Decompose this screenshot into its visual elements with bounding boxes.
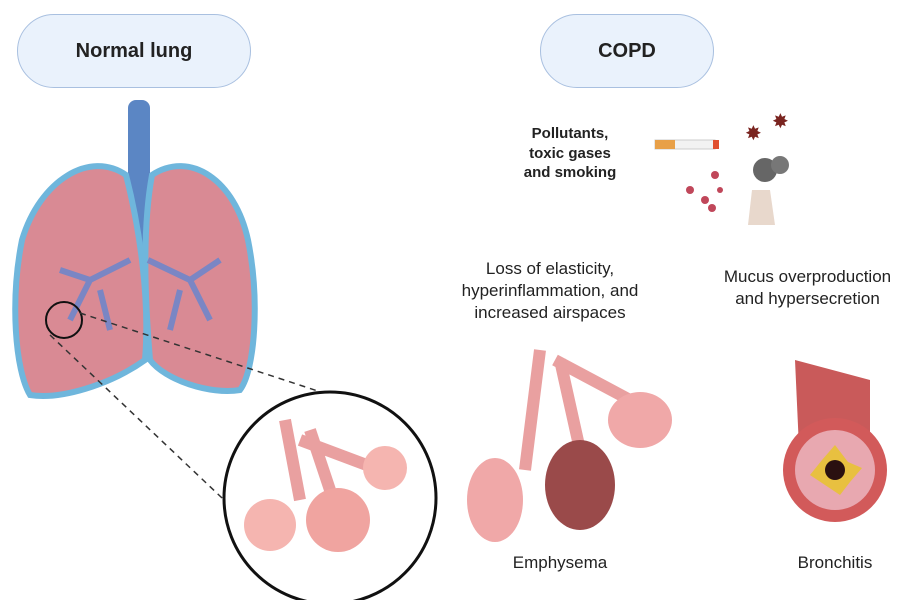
description-line: Loss of elasticity, — [485, 259, 615, 278]
description-line: Mucus overproduction — [723, 267, 892, 286]
bronchitis-description: Mucus overproduction and hypersecretion — [695, 266, 920, 310]
causes-line: Pollutants, — [531, 125, 609, 142]
normal-lung-illustration — [12, 100, 438, 600]
svg-text:✸: ✸ — [745, 123, 762, 145]
emphysema-label: Emphysema — [512, 553, 608, 572]
bronchitis-label: Bronchitis — [797, 553, 873, 572]
svg-text:✸: ✸ — [772, 111, 789, 133]
causes-line: toxic gases — [529, 144, 611, 162]
bronchitis-illustration — [783, 360, 887, 522]
emphysema-description: Loss of elasticity, hyperinflammation, a… — [440, 258, 660, 324]
normal-lung-header: Normal lung — [17, 14, 251, 88]
pollution-illustration: ✸✸ — [654, 111, 789, 225]
description-line: increased airspaces — [474, 303, 626, 323]
description-line: hyperinflammation, and — [461, 281, 639, 301]
causes-line: and smoking — [523, 164, 617, 181]
description-line: and hypersecretion — [735, 289, 880, 309]
causes-text: Pollutants, toxic gases and smoking — [505, 124, 635, 183]
emphysema-illustration — [467, 349, 672, 542]
copd-header: COPD — [540, 14, 714, 88]
